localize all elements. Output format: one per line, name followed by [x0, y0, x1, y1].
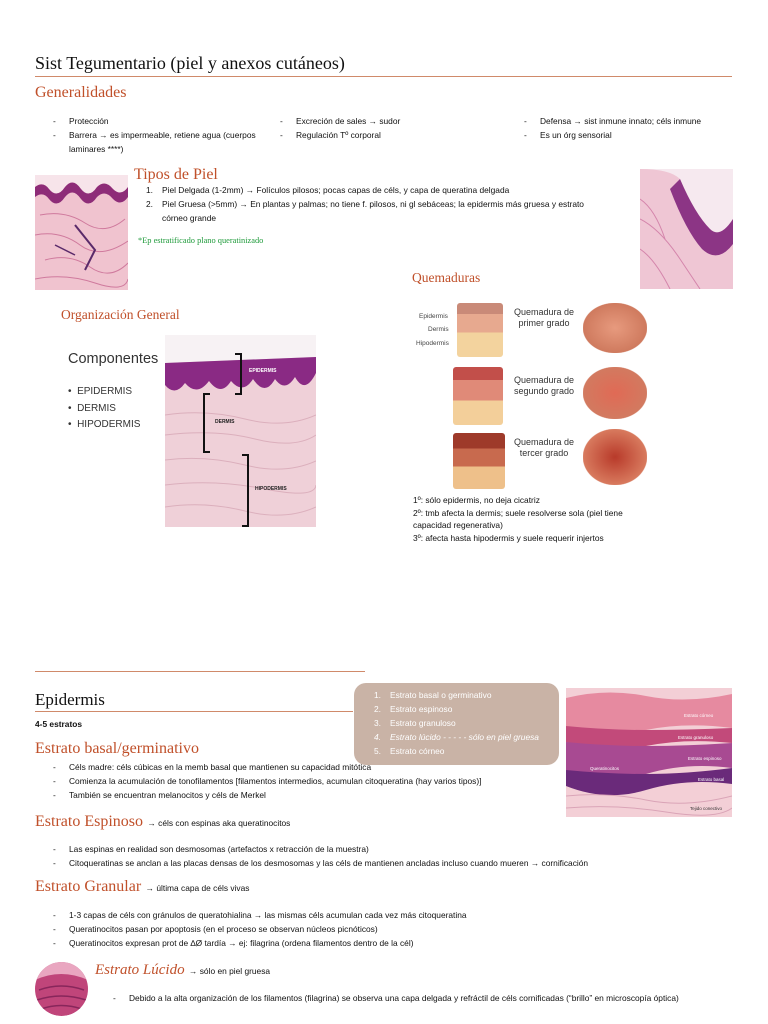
- tipos-heading: Tipos de Piel: [134, 166, 218, 183]
- list-item: 5.Estrato córneo: [374, 746, 445, 756]
- list-item: Debido a la alta organización de los fil…: [95, 991, 720, 1005]
- burn-note: 1º: sólo epidermis, no deja cicatriz: [413, 495, 540, 505]
- histo-label-basal: Estrato basal: [698, 777, 725, 782]
- espinoso-heading-row: Estrato Espinoso → céls con espinas aka …: [35, 813, 290, 831]
- list-item: 3.Estrato granuloso: [374, 718, 456, 728]
- generalidades-col2: Excreción de sales → sudor Regulación Tº…: [262, 114, 502, 142]
- granular-list: 1-3 capas de céls con gránulos de querat…: [35, 908, 715, 950]
- generalidades-col1: Protección Barrera → es impermeable, ret…: [35, 114, 275, 156]
- dermis-bracket: [203, 393, 210, 453]
- granular-heading: Estrato Granular: [35, 878, 142, 895]
- quemaduras-heading: Quemaduras: [412, 270, 481, 285]
- list-item: • EPIDERMIS: [68, 386, 133, 397]
- list-item: Excreción de sales → sudor: [262, 114, 502, 128]
- lucido-histology-image: [35, 962, 88, 1016]
- histo-label-dermis: DERMIS: [215, 419, 235, 425]
- list-item: Citoqueratinas se anclan a las placas de…: [35, 856, 715, 870]
- list-item: Comienza la acumulación de tonofilamento…: [35, 774, 575, 788]
- second-degree-block: [453, 367, 503, 425]
- third-degree-block: [453, 433, 505, 489]
- espinoso-list: Las espinas en realidad son desmosomas (…: [35, 842, 715, 870]
- epidermis-rule: [35, 711, 353, 712]
- burn-note: 3º: afecta hasta hipodermis y suele requ…: [413, 532, 604, 543]
- histo-label-espinoso: Estrato espinoso: [688, 756, 722, 761]
- thin-skin-histology-image: [35, 175, 128, 290]
- histo-label-granuloso: Estrato granuloso: [678, 735, 714, 740]
- list-item: Es un órg sensorial: [506, 128, 716, 142]
- granular-tail: → última capa de céls vivas: [145, 883, 250, 893]
- epidermis-bracket: [235, 353, 242, 395]
- first-degree-hand: [583, 303, 647, 353]
- granular-heading-row: Estrato Granular → última capa de céls v…: [35, 878, 249, 896]
- generalidades-heading: Generalidades: [35, 84, 127, 101]
- epidermis-heading: Epidermis: [35, 690, 105, 709]
- organizacion-heading: Organización General: [61, 307, 180, 322]
- tipos-list: 1.Piel Delgada (1-2mm) → Folículos pilos…: [134, 183, 610, 225]
- layer-label-epidermis: Epidermis: [419, 313, 448, 320]
- layer-label-dermis: Dermis: [428, 326, 449, 333]
- histo-label-conectivo: Tejido conectivo: [690, 806, 723, 811]
- lucido-tail: → sólo en piel gruesa: [189, 966, 271, 976]
- epidermis-strata-histology-image: Estrato córneo Estrato granuloso Querati…: [566, 688, 732, 817]
- skin-layers-histology-image: EPIDERMIS DERMIS HIPODERMIS: [165, 335, 316, 527]
- third-degree-hand: [583, 429, 647, 485]
- basal-list: Céls madre: céls cúbicas en la memb basa…: [35, 760, 575, 802]
- components-list: • EPIDERMIS • DERMIS • HIPODERMIS: [68, 384, 140, 434]
- burn-note: 2º: tmb afecta la dermis; suele resolver…: [413, 507, 623, 531]
- list-item: 1-3 capas de céls con gránulos de querat…: [35, 908, 715, 922]
- first-degree-block: [457, 303, 503, 357]
- list-item: Protección: [35, 114, 275, 128]
- list-item: Céls madre: céls cúbicas en la memb basa…: [35, 760, 575, 774]
- layer-label-hipodermis: Hipodermis: [416, 340, 449, 347]
- histo-label-queratinocitos: Queratinocitos: [590, 766, 620, 771]
- hipodermis-bracket: [242, 454, 249, 527]
- burns-illustration: Epidermis Dermis Hipodermis Quemadura de…: [413, 297, 653, 489]
- lucido-heading-row: Estrato Lúcido → sólo en piel gruesa: [95, 961, 270, 979]
- list-item: • DERMIS: [68, 402, 116, 414]
- list-item: También se encuentran melanocitos y céls…: [35, 788, 575, 802]
- lucido-heading: Estrato Lúcido: [95, 962, 185, 978]
- title-rule: [35, 76, 732, 77]
- histo-label-epidermis: EPIDERMIS: [249, 368, 277, 374]
- strata-callout: 1.Estrato basal o germinativo 2.Estrato …: [354, 683, 559, 765]
- burn-label-third: Quemadura de tercer grado: [513, 437, 575, 458]
- list-item: Barrera → es impermeable, retiene agua (…: [35, 128, 275, 156]
- list-item: Regulación Tº corporal: [262, 128, 502, 142]
- burn-label-second: Quemadura de segundo grado: [513, 375, 575, 396]
- list-item: Defensa → sist inmune innato; céls inmun…: [506, 114, 716, 128]
- list-item: 1.Estrato basal o germinativo: [374, 690, 492, 700]
- list-item: 2.Estrato espinoso: [374, 704, 453, 714]
- burn-label-first: Quemadura de primer grado: [513, 307, 575, 328]
- espinoso-heading: Estrato Espinoso: [35, 813, 143, 830]
- components-title: Componentes: [68, 351, 159, 367]
- list-item: 2.Piel Gruesa (>5mm) → En plantas y palm…: [146, 199, 584, 223]
- page-title: Sist Tegumentario (piel y anexos cutáneo…: [35, 53, 345, 73]
- basal-heading: Estrato basal/germinativo: [35, 740, 199, 757]
- list-item: Queratinocitos pasan por apoptosis (en e…: [35, 922, 715, 936]
- thick-skin-histology-image: [640, 169, 733, 289]
- section-divider: [35, 671, 365, 672]
- histo-label-corneo: Estrato córneo: [684, 713, 714, 718]
- histo-label-hipodermis: HIPODERMIS: [255, 486, 287, 492]
- generalidades-col3: Defensa → sist inmune innato; céls inmun…: [506, 114, 716, 142]
- lucido-list: Debido a la alta organización de los fil…: [95, 991, 720, 1005]
- second-degree-hand: [583, 367, 647, 419]
- list-item: 4.Estrato lúcido - - - - - sólo en piel …: [374, 732, 539, 742]
- espinoso-tail: → céls con espinas aka queratinocitos: [147, 818, 291, 828]
- list-item: Queratinocitos expresan prot de ∆Ø tardí…: [35, 936, 715, 950]
- quemaduras-notes: 1º: sólo epidermis, no deja cicatriz 2º:…: [413, 494, 663, 544]
- list-item: • HIPODERMIS: [68, 419, 141, 430]
- tipos-note: *Ep estratificado plano queratinizado: [138, 236, 264, 245]
- list-item: Las espinas en realidad son desmosomas (…: [35, 842, 715, 856]
- list-item: 1.Piel Delgada (1-2mm) → Folículos pilos…: [146, 185, 510, 195]
- epidermis-sub: 4-5 estratos: [35, 719, 83, 729]
